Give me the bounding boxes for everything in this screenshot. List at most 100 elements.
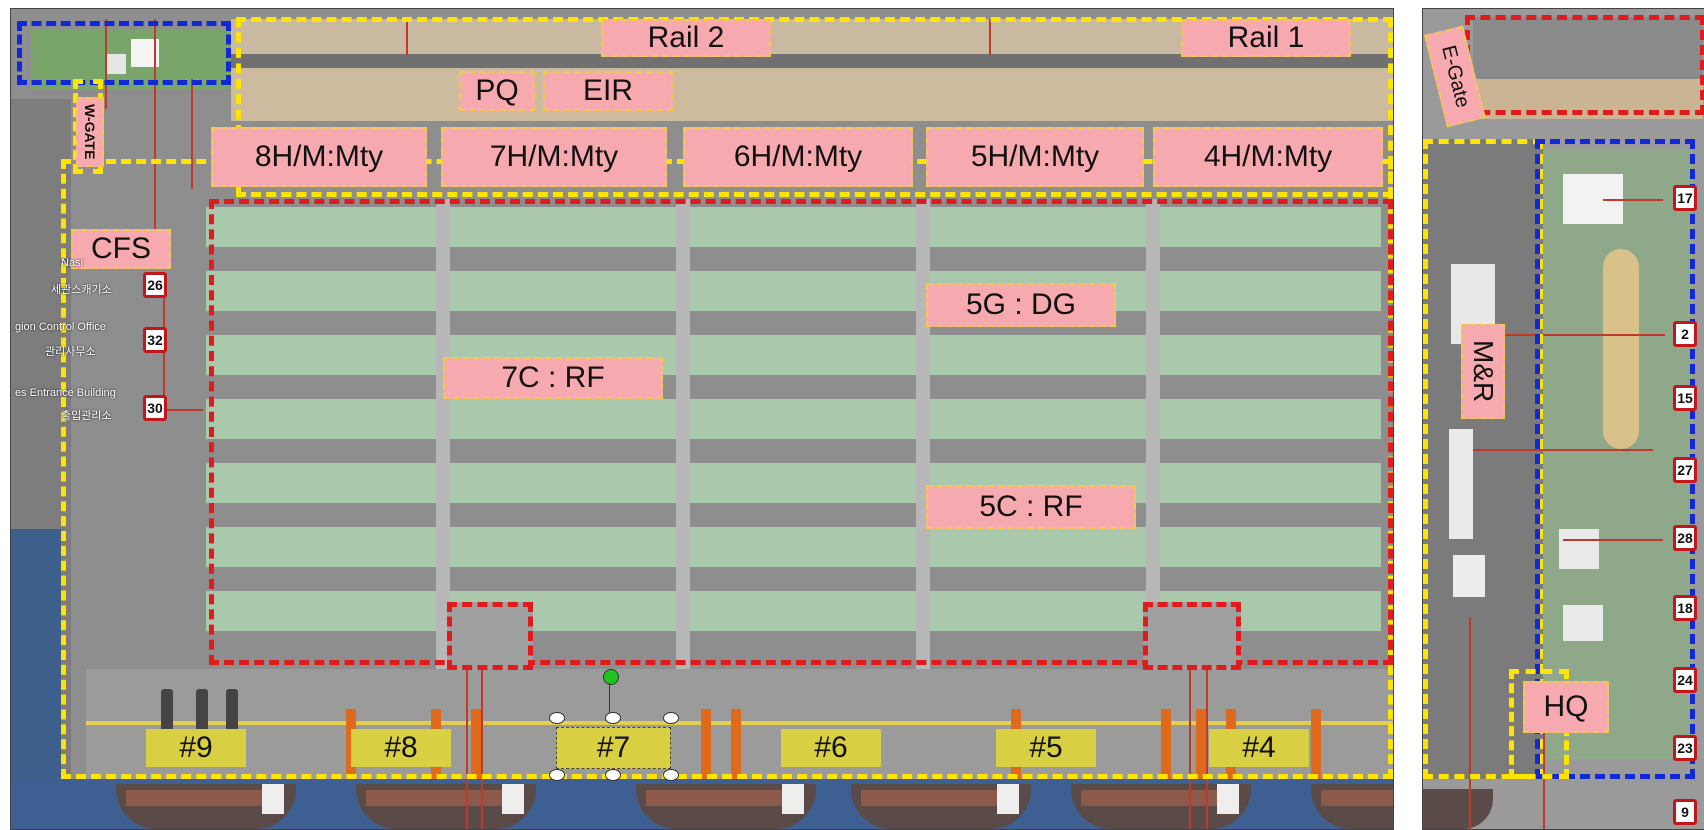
- crane: [1311, 709, 1321, 779]
- leader-line: [1603, 199, 1663, 201]
- container-yard-zone: [209, 199, 1393, 665]
- leader-line: [105, 19, 107, 109]
- ship-east: [1423, 789, 1493, 829]
- resize-handle[interactable]: [663, 712, 679, 724]
- leader-line: [1543, 709, 1545, 829]
- resize-handle[interactable]: [605, 769, 621, 781]
- resize-handle[interactable]: [605, 712, 621, 724]
- gate-subzone-east: [1143, 602, 1241, 670]
- map-annotation: Nasi: [61, 257, 84, 269]
- curved-road: [1603, 249, 1639, 449]
- hq-label: HQ: [1523, 681, 1609, 733]
- map-annotation: gion Control Office: [15, 321, 106, 333]
- 8h-label: 8H/M:Mty: [211, 127, 427, 187]
- leader-line: [163, 409, 203, 411]
- yard-row-4: [206, 399, 1381, 439]
- rotate-handle[interactable]: [603, 669, 619, 685]
- berth-8: #8: [351, 729, 451, 767]
- top-yard-zone: [236, 17, 1393, 197]
- warehouse: [1449, 429, 1473, 539]
- yard-row-2: [206, 271, 1381, 311]
- location-sign: 15: [1673, 385, 1697, 411]
- leader-line: [1495, 334, 1665, 336]
- pq-label: PQ: [459, 71, 535, 111]
- crane: [471, 709, 481, 779]
- rail-track: [231, 54, 1393, 68]
- vessel: [356, 784, 536, 829]
- mr-zone: [1423, 139, 1543, 779]
- warehouse: [1453, 555, 1485, 597]
- leader-line: [1473, 449, 1653, 451]
- building: [1559, 529, 1599, 569]
- location-sign: 24: [1673, 667, 1697, 693]
- location-sign: 23: [1673, 735, 1697, 761]
- rotate-handle-stem: [609, 683, 610, 717]
- eir-label: EIR: [543, 71, 673, 111]
- leader-line: [1189, 624, 1191, 829]
- storage-strip: [231, 69, 1393, 121]
- map-annotation: es Entrance Building: [15, 387, 116, 399]
- crane: [731, 709, 741, 779]
- resize-handle[interactable]: [549, 712, 565, 724]
- resize-handle[interactable]: [549, 769, 565, 781]
- vessel: [1071, 784, 1251, 829]
- rail-2-label: Rail 2: [601, 19, 771, 57]
- e-gate-zone: [1465, 15, 1704, 115]
- location-sign: 9: [1673, 799, 1697, 825]
- 7c-rf-label: 7C : RF: [443, 357, 663, 399]
- cfs-label: CFS: [71, 229, 171, 269]
- rail-1-label: Rail 1: [1181, 19, 1351, 57]
- leader-line: [406, 19, 408, 55]
- crane: [161, 689, 173, 734]
- berth-5: #5: [996, 729, 1096, 767]
- leader-line: [466, 624, 468, 829]
- resize-handle[interactable]: [663, 769, 679, 781]
- yard-row-1: [206, 207, 1381, 247]
- gate-subzone-west: [447, 602, 533, 670]
- 4h-label: 4H/M:Mty: [1153, 127, 1383, 187]
- location-sign: 28: [1673, 525, 1697, 551]
- map-annotation: 관리사무소: [45, 346, 96, 358]
- location-sign: 30: [143, 395, 167, 421]
- location-sign: 27: [1673, 457, 1697, 483]
- leader-line: [1469, 617, 1471, 829]
- location-sign: 32: [143, 327, 167, 353]
- crane: [701, 709, 711, 779]
- w-gate-zone: [17, 21, 231, 85]
- yard-row-3: [206, 335, 1381, 375]
- berth-9: #9: [146, 729, 246, 767]
- vessel: [636, 784, 816, 829]
- vessel: [116, 784, 296, 829]
- yard-road-2: [676, 199, 690, 669]
- map-annotation: 출입관리소: [61, 410, 112, 422]
- berth-7[interactable]: #7: [556, 727, 671, 769]
- location-sign: 17: [1673, 185, 1697, 211]
- 5c-rf-label: 5C : RF: [926, 485, 1136, 529]
- yard-road-4: [1146, 199, 1160, 669]
- leader-line: [989, 19, 991, 55]
- crane: [1196, 709, 1206, 779]
- location-sign: 26: [143, 272, 167, 298]
- west-terminal-map: Rail 2 Rail 1 PQ EIR W-GATE 8H/M:Mty 7H/…: [10, 8, 1394, 830]
- leader-line: [1563, 539, 1663, 541]
- leader-line: [191, 79, 193, 189]
- location-sign: 18: [1673, 595, 1697, 621]
- w-gate-label: W-GATE: [76, 97, 104, 167]
- yard-row-5: [206, 463, 1381, 503]
- leader-line: [154, 19, 156, 234]
- building: [106, 54, 126, 74]
- location-sign: 2: [1673, 321, 1697, 347]
- vessel: [851, 784, 1031, 829]
- berth-6: #6: [781, 729, 881, 767]
- yard-row-6: [206, 527, 1381, 567]
- 7h-label: 7H/M:Mty: [441, 127, 667, 187]
- 5h-label: 5H/M:Mty: [926, 127, 1144, 187]
- 5g-dg-label: 5G : DG: [926, 283, 1116, 327]
- leader-line: [1206, 624, 1208, 829]
- m-and-r-label: M&R: [1461, 324, 1505, 419]
- map-annotation: 세관스캐기소: [51, 284, 112, 296]
- leader-line: [481, 624, 483, 829]
- berth-4: #4: [1209, 729, 1309, 767]
- building: [1563, 605, 1603, 641]
- yard-road-1: [436, 199, 450, 669]
